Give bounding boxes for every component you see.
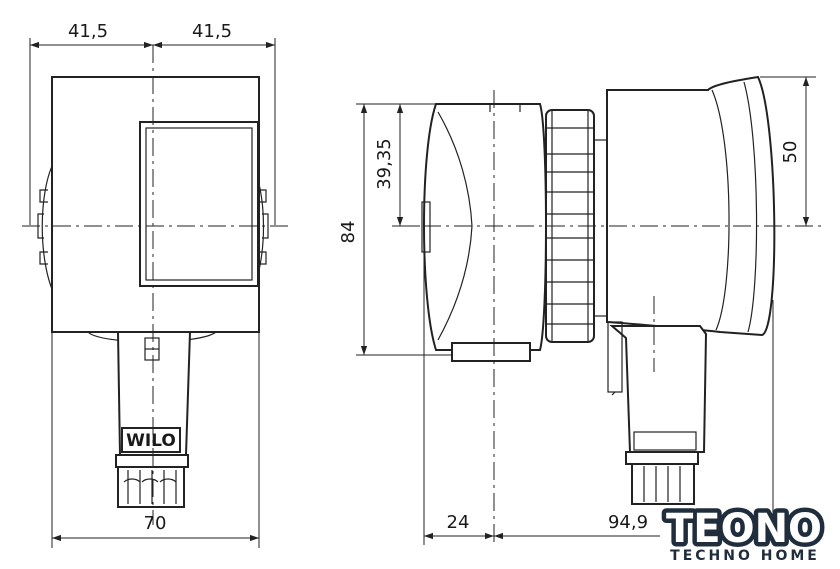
wilo-brand-plate xyxy=(121,427,181,453)
front-plug xyxy=(117,466,185,508)
teono-logo-tagline: TECHNO HOME xyxy=(670,548,820,564)
dim-side-center-to-top: 39,35 xyxy=(374,138,395,190)
dim-side-depth-left: 24 xyxy=(447,512,470,533)
side-plug-collar xyxy=(625,451,699,465)
dim-side-height: 84 xyxy=(338,221,359,244)
side-plug xyxy=(631,463,695,505)
side-inlet-stub xyxy=(421,201,431,253)
teono-logo: TEONO TECHNO HOME xyxy=(661,502,826,565)
teono-logo-name: TEONO xyxy=(666,506,822,552)
side-view: 84 39,35 50 24 94,9 xyxy=(338,75,822,545)
front-display-window xyxy=(139,121,259,287)
front-motor-body xyxy=(51,76,260,333)
side-connector-box xyxy=(609,325,708,453)
front-plug-collar xyxy=(115,454,189,468)
side-pump-housing xyxy=(423,103,547,351)
side-housing-foot xyxy=(451,342,531,362)
dim-front-half-left: 41,5 xyxy=(68,21,108,42)
front-display-inner xyxy=(145,127,253,281)
dim-side-depth-right: 94,9 xyxy=(608,512,648,533)
side-motor-neck xyxy=(593,139,609,317)
dim-front-width: 70 xyxy=(144,513,167,534)
front-view: WILO 41,5 41,5 70 xyxy=(22,21,292,548)
dim-front-half-right: 41,5 xyxy=(192,21,232,42)
dim-side-head-height: 50 xyxy=(780,141,801,164)
side-motor-head xyxy=(606,75,776,337)
wilo-brand-label: WILO xyxy=(126,431,176,451)
